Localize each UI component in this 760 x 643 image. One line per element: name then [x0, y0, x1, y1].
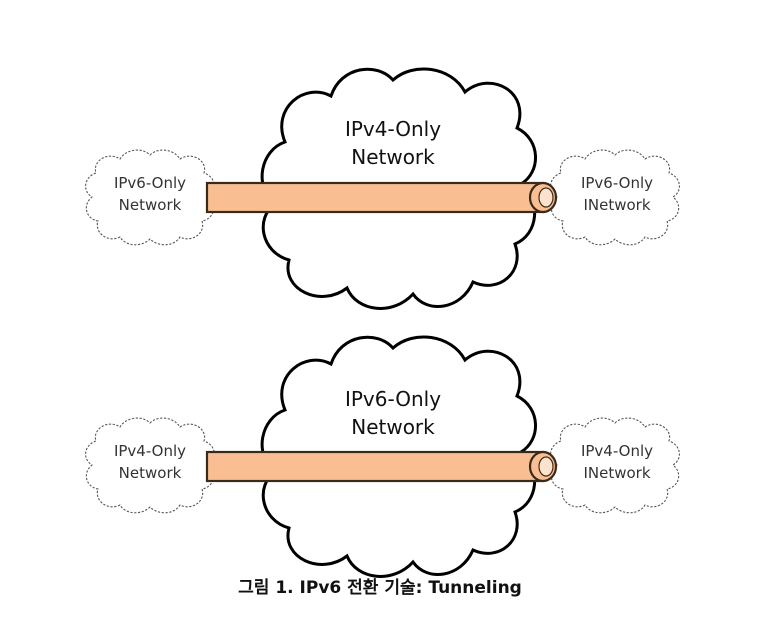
center-cloud-label-line2: Network: [351, 145, 435, 169]
left-cloud-label-line1: IPv6-Only: [114, 174, 186, 192]
left-cloud: IPv6-Only Network: [85, 149, 215, 246]
diagram-2: IPv6-Only Network IPv4-Only Network IPv4…: [85, 335, 680, 578]
right-cloud-label-line1: IPv4-Only: [581, 442, 653, 460]
center-cloud: IPv4-Only Network: [260, 67, 538, 310]
center-cloud-label-line1: IPv4-Only: [345, 117, 441, 141]
diagram-1: IPv4-Only Network IPv6-Only Network IPv6…: [85, 67, 680, 310]
center-cloud-label-line1: IPv6-Only: [345, 387, 441, 411]
right-cloud-label-line2: INetwork: [583, 464, 650, 482]
left-cloud: IPv4-Only Network: [85, 417, 215, 514]
tunnel-pipe: [205, 450, 558, 483]
right-cloud: IPv6-Only INetwork: [550, 149, 680, 246]
center-cloud-label-line2: Network: [351, 415, 435, 439]
left-cloud-label-line1: IPv4-Only: [114, 442, 186, 460]
right-cloud-label-line2: INetwork: [583, 196, 650, 214]
center-cloud: IPv6-Only Network: [260, 335, 538, 578]
figure-caption: 그림 1. IPv6 전환 기술: Tunneling: [238, 578, 522, 598]
right-cloud: IPv4-Only INetwork: [550, 417, 680, 514]
right-cloud-label-line1: IPv6-Only: [581, 174, 653, 192]
left-cloud-label-line2: Network: [119, 464, 182, 482]
left-cloud-label-line2: Network: [119, 196, 182, 214]
tunnel-pipe: [205, 181, 558, 214]
